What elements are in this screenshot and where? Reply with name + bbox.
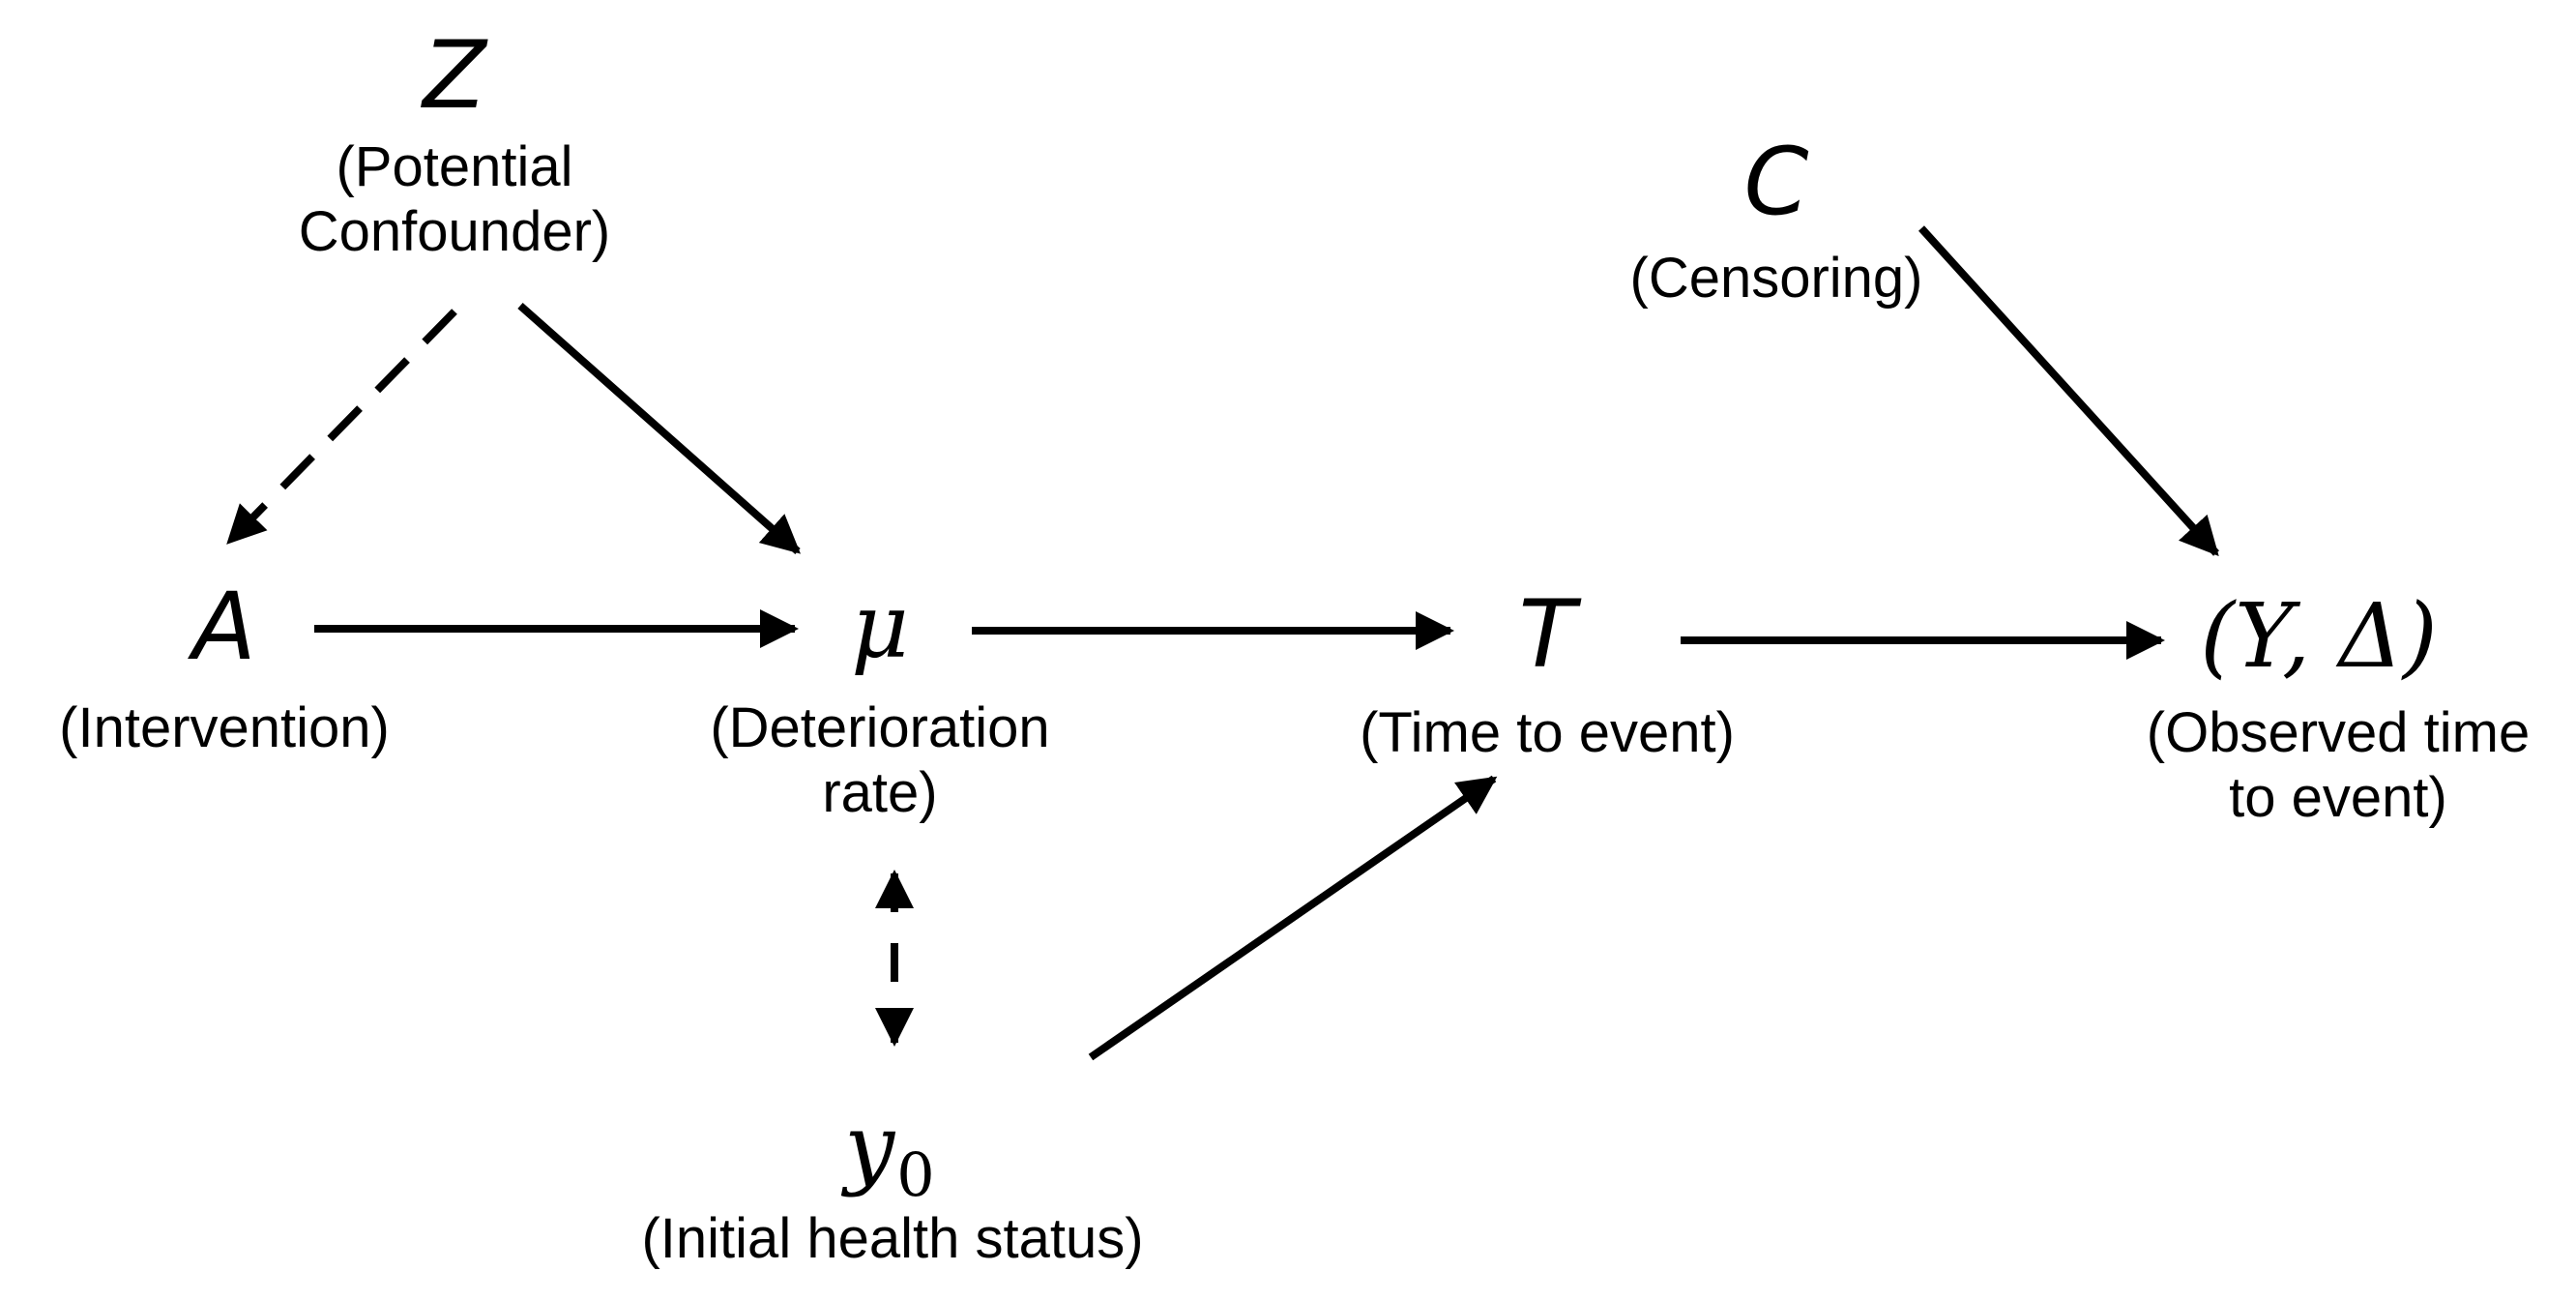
node-c-label: (Censoring) <box>1630 247 1923 311</box>
node-mu-label: (Deterioration rate) <box>710 696 1049 825</box>
node-y0-subscript: 0 <box>896 1138 935 1210</box>
node-z-label-line-2: Confounder) <box>298 199 611 263</box>
node-c-label-line-1: (Censoring) <box>1629 247 1923 310</box>
node-yd-label: (Observed time to event) <box>2147 701 2530 830</box>
node-a-label-line-1: (Intervention) <box>59 696 390 759</box>
node-z-label-line-1: (Potential <box>336 135 573 198</box>
node-t-symbol: T <box>1518 580 1576 689</box>
node-c-symbol: C <box>1743 128 1809 236</box>
node-mu-label-line-1: (Deterioration <box>710 696 1050 759</box>
node-y0-label: (Initial health status) <box>641 1207 1143 1272</box>
node-t-label: (Time to event) <box>1360 701 1735 766</box>
node-y0-symbol: y0 <box>844 1103 934 1205</box>
node-mu-symbol: μ <box>851 575 909 678</box>
node-a-label: (Intervention) <box>59 696 390 761</box>
node-y0-label-line-1: (Initial health status) <box>641 1207 1144 1270</box>
node-t-label-line-1: (Time to event) <box>1360 701 1735 764</box>
edge-z-to-a <box>226 309 457 545</box>
edge-y0-to-t <box>1088 775 1498 1061</box>
node-y0-symbol-base: y <box>844 1095 895 1198</box>
edge-c-to-yd <box>1918 225 2219 556</box>
edge-z-to-mu <box>517 303 801 554</box>
node-yd-label-line-2: to event) <box>2229 765 2447 829</box>
node-yd-symbol: (Y, Δ) <box>2200 584 2438 688</box>
node-z-label: (Potential Confounder) <box>299 135 610 264</box>
node-mu-label-line-2: rate) <box>822 760 938 824</box>
node-z-symbol: Z <box>423 21 486 130</box>
node-yd-label-line-1: (Observed time <box>2146 701 2531 764</box>
node-a-symbol: A <box>192 573 256 681</box>
